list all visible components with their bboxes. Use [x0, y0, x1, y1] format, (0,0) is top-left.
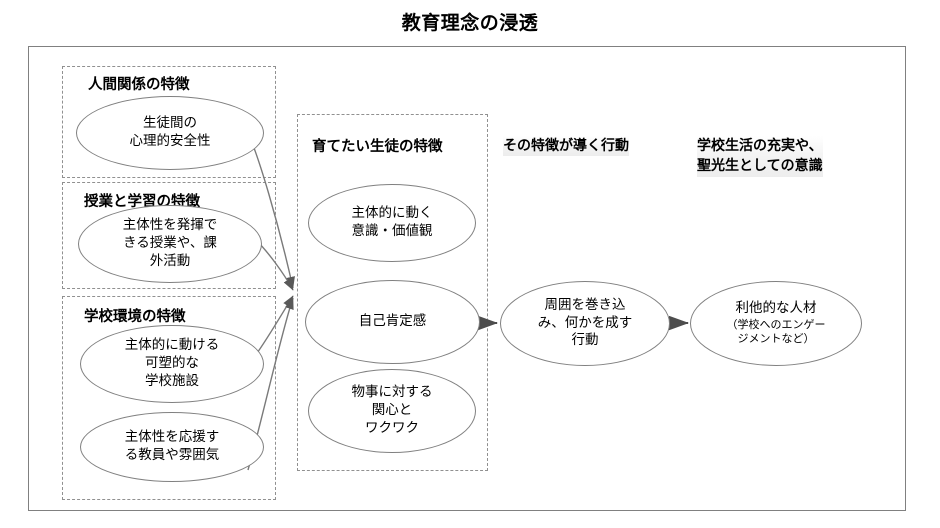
node-safety-line2: 心理的安全性 — [129, 133, 211, 149]
group-header-target-student: 育てたい生徒の特徴 — [312, 139, 443, 155]
group-header-school-environment: 学校環境の特徴 — [84, 309, 186, 325]
column-header-outcome: 学校生活の充実や、 聖光生としての意識 — [697, 136, 823, 177]
node-mindset[interactable]: 主体的に動く 意識・価値観 — [308, 184, 476, 262]
node-teacher-line2: る教員や雰囲気 — [124, 447, 220, 463]
node-facility[interactable]: 主体的に動ける 可塑的な 学校施設 — [80, 325, 264, 403]
column-header-behavior: その特徴が導く行動 — [503, 136, 629, 157]
node-facility-line2: 可塑的な — [145, 355, 199, 372]
node-self-affirmation-line1: 自己肯定感 — [358, 313, 427, 330]
node-lesson[interactable]: 主体性を発揮で きる授業や、課 外活動 — [78, 205, 262, 283]
node-facility-line1: 主体的に動ける — [124, 337, 220, 354]
node-interest-line1: 物事に対する — [351, 384, 433, 401]
node-interest-line2: 関心と — [371, 402, 413, 419]
node-safety-line1: 生徒間の — [143, 115, 197, 132]
node-action-line3: 行動 — [571, 332, 599, 349]
node-talent-line1: 利他的な人材 — [735, 300, 817, 317]
node-interest[interactable]: 物事に対する 関心と ワクワク — [308, 369, 476, 453]
node-action-line2: み、何かを成す — [537, 314, 633, 331]
node-action-line1: 周囲を巻き込 — [544, 296, 626, 313]
node-lesson-line2: きる授業や、課 — [123, 235, 217, 252]
node-lesson-line3: 外活動 — [149, 252, 191, 269]
node-mindset-line1: 主体的に動く — [351, 205, 433, 222]
node-talent[interactable]: 利他的な人材 （学校へのエンゲー ジメントなど） — [690, 281, 862, 366]
column-header-outcome-line2: 聖光生としての意識 — [697, 158, 823, 175]
node-self-affirmation[interactable]: 自己肯定感 — [305, 280, 480, 364]
node-facility-line3: 学校施設 — [145, 372, 199, 389]
group-header-human-relations: 人間関係の特徴 — [88, 77, 190, 93]
node-teacher-line1: 主体性を応援す — [124, 429, 220, 446]
node-lesson-line1: 主体性を発揮で — [122, 217, 218, 234]
node-talent-line3: ジメントなど） — [737, 332, 815, 346]
page-title: 教育理念の浸透 — [401, 12, 539, 34]
column-header-outcome-line1: 学校生活の充実や、 — [697, 138, 823, 154]
node-safety[interactable]: 生徒間の 心理的安全性 — [76, 96, 264, 170]
group-box-target-student — [297, 114, 488, 471]
node-talent-line2: （学校へのエンゲー — [726, 318, 826, 332]
node-interest-line3: ワクワク — [365, 419, 419, 436]
node-mindset-line2: 意識・価値観 — [351, 223, 433, 239]
node-teacher[interactable]: 主体性を応援す る教員や雰囲気 — [80, 412, 264, 482]
node-action[interactable]: 周囲を巻き込 み、何かを成す 行動 — [500, 281, 670, 366]
